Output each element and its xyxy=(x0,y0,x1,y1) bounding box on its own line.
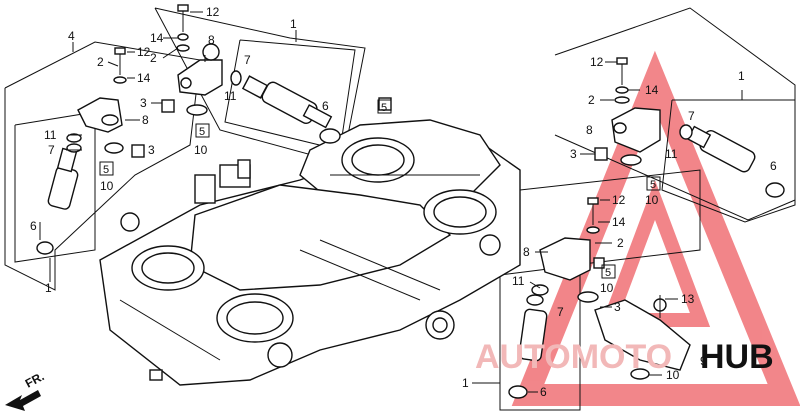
leader-lines xyxy=(39,11,743,393)
label-8: 8 xyxy=(586,123,593,137)
label-12: 12 xyxy=(590,55,604,69)
injector-left xyxy=(36,47,145,255)
label-6: 6 xyxy=(770,159,777,173)
label-1: 1 xyxy=(45,281,52,295)
label-5: 5 xyxy=(650,179,656,191)
label-14: 14 xyxy=(150,31,164,45)
label-10: 10 xyxy=(194,143,208,157)
group-outline-left-injector xyxy=(14,111,96,263)
label-14: 14 xyxy=(645,83,659,97)
label-8: 8 xyxy=(523,245,530,259)
label-4: 4 xyxy=(68,29,75,43)
front-direction-arrow: FR. xyxy=(5,369,46,411)
label-3: 3 xyxy=(140,96,147,110)
callout-boxes xyxy=(99,99,661,279)
label-1: 1 xyxy=(462,376,469,390)
label-3: 3 xyxy=(148,143,155,157)
label-12: 12 xyxy=(137,45,151,59)
label-3: 3 xyxy=(570,147,577,161)
injector-holder-top xyxy=(161,4,223,116)
watermark-text: AUTOMOTO HUB xyxy=(475,338,774,376)
label-2: 2 xyxy=(588,93,595,107)
pressure-regulator xyxy=(594,295,691,380)
label-10: 10 xyxy=(600,281,614,295)
label-11: 11 xyxy=(512,274,525,288)
label-5: 5 xyxy=(199,126,205,138)
group-outline-4 xyxy=(4,41,201,291)
label-12: 12 xyxy=(612,193,626,207)
label-13: 13 xyxy=(681,292,695,306)
injector-top-left xyxy=(230,70,341,144)
direction-label: FR. xyxy=(23,369,47,390)
watermark-brand-part2: HUB xyxy=(700,338,774,376)
throttle-body-assembly xyxy=(99,97,521,386)
label-10: 10 xyxy=(645,193,659,207)
label-1: 1 xyxy=(738,69,745,83)
group-outline-right xyxy=(554,7,796,223)
part-labels: 12 14 2 8 3 7 11 5 10 1 6 4 12 2 14 8 11… xyxy=(30,5,777,399)
label-10: 10 xyxy=(666,368,680,382)
label-7: 7 xyxy=(244,53,251,67)
label-11: 11 xyxy=(224,89,237,103)
label-2: 2 xyxy=(97,55,104,69)
injector-lower-right xyxy=(508,197,605,399)
label-6: 6 xyxy=(322,99,329,113)
label-6: 6 xyxy=(540,385,547,399)
label-3: 3 xyxy=(614,300,621,314)
label-5: 5 xyxy=(103,164,109,176)
label-14: 14 xyxy=(137,71,151,85)
label-7: 7 xyxy=(557,305,564,319)
label-2: 2 xyxy=(617,236,624,250)
label-7: 7 xyxy=(688,109,695,123)
label-8: 8 xyxy=(142,113,149,127)
label-9: 9 xyxy=(700,354,707,368)
label-11: 11 xyxy=(44,128,57,142)
label-5: 5 xyxy=(381,102,387,114)
label-1: 1 xyxy=(290,17,297,31)
label-2: 2 xyxy=(150,51,157,65)
label-10: 10 xyxy=(100,179,114,193)
watermark-brand-part1: AUTOMOTO xyxy=(475,338,672,376)
label-5: 5 xyxy=(605,267,611,279)
label-12: 12 xyxy=(206,5,220,19)
label-6: 6 xyxy=(30,219,37,233)
label-14: 14 xyxy=(612,215,626,229)
label-7: 7 xyxy=(48,143,55,157)
label-8: 8 xyxy=(208,33,215,47)
label-11: 11 xyxy=(665,147,678,161)
